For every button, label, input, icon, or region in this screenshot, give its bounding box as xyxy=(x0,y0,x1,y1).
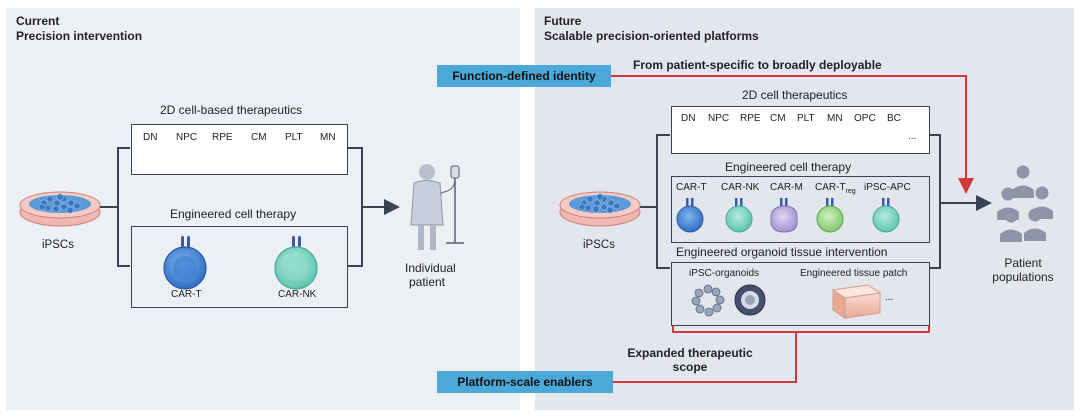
organoid-label: iPSC-organoids xyxy=(689,268,760,279)
future-car-treg-label: CAR-Treg xyxy=(815,182,856,195)
current-header: Current Precision intervention xyxy=(16,14,142,44)
tissue-more-label: ... xyxy=(885,292,894,303)
future-2d-label-rpe: RPE xyxy=(740,113,761,124)
future-ipscs-label: iPSCs xyxy=(583,239,615,251)
future-2d-label-mn: MN xyxy=(827,113,843,124)
petri-dish-icon xyxy=(19,191,101,227)
tissue-patch-icon xyxy=(831,284,882,319)
platform-enablers-callout: Platform-scale enablers xyxy=(437,371,613,393)
future-title: Future xyxy=(544,14,582,28)
current-2d-label-npc: NPC xyxy=(176,132,198,143)
future-organoid-title: Engineered organoid tissue intervention xyxy=(676,245,888,259)
future-2d-label-npc: NPC xyxy=(708,113,730,124)
future-car-nk-icon xyxy=(725,198,753,233)
future-car-m-icon xyxy=(770,198,798,233)
future-2d-label-opc: OPC xyxy=(854,113,876,124)
individual-patient-line1: Individual xyxy=(405,261,456,275)
current-2d-label-mn: MN xyxy=(320,132,336,143)
current-2d-box: DN NPC RPE CM PLT MN xyxy=(131,124,348,175)
future-ipsc-apc-icon xyxy=(872,198,900,233)
future-2d-box: DN NPC RPE CM PLT MN OPC BC ... xyxy=(671,106,930,154)
future-car-t-icon xyxy=(676,198,704,233)
current-2d-label-dn: DN xyxy=(143,132,158,143)
future-connectors xyxy=(640,134,992,269)
function-identity-callout: Function-defined identity xyxy=(437,65,611,87)
future-2d-title: 2D cell therapeutics xyxy=(742,88,848,102)
current-car-t-label: CAR-T xyxy=(171,289,202,300)
current-2d-label-cm: CM xyxy=(251,132,267,143)
current-ipscs-label: iPSCs xyxy=(42,239,74,251)
future-header: Future Scalable precision-oriented platf… xyxy=(544,14,759,44)
patient-populations-line2: populations xyxy=(992,270,1054,284)
current-connectors xyxy=(100,147,400,267)
future-car-treg-icon xyxy=(816,198,844,233)
current-2d-title: 2D cell-based therapeutics xyxy=(160,103,303,117)
expanded-scope-caption: Expanded therapeutic scope xyxy=(616,346,764,374)
future-ipsc-apc-label: iPSC-APC xyxy=(864,182,911,193)
red-arrows xyxy=(611,75,974,383)
future-engineered-title: Engineered cell therapy xyxy=(725,160,852,174)
future-car-m-label: CAR-M xyxy=(770,182,803,193)
current-car-nk-label: CAR-NK xyxy=(278,289,317,300)
future-2d-label-more: ... xyxy=(908,131,917,142)
patient-populations-label: Patient populations xyxy=(987,256,1059,284)
car-nk-cell-icon xyxy=(274,236,318,290)
tissue-patch-label: Engineered tissue patch xyxy=(800,268,908,279)
future-car-treg-subscript: reg xyxy=(845,188,856,195)
deployable-caption: From patient-specific to broadly deploya… xyxy=(633,58,882,72)
future-car-nk-label: CAR-NK xyxy=(721,182,760,193)
current-title: Current xyxy=(16,14,60,28)
individual-patient-line2: patient xyxy=(408,275,446,289)
organoid-sphere-icon xyxy=(734,284,766,316)
organoid-ring-icon xyxy=(691,284,725,317)
future-subtitle: Scalable precision-oriented platforms xyxy=(544,29,759,43)
current-engineered-box: CAR-T CAR-NK xyxy=(131,226,348,308)
expanded-scope-line1: Expanded therapeutic xyxy=(627,346,753,360)
current-engineered-title: Engineered cell therapy xyxy=(170,207,297,221)
patient-population-icon xyxy=(997,165,1053,242)
future-2d-label-bc: BC xyxy=(887,113,901,124)
patient-populations-line1: Patient xyxy=(1004,256,1042,270)
petri-dish-icon-future xyxy=(559,191,641,227)
patient-icon xyxy=(410,164,464,250)
future-2d-label-dn: DN xyxy=(681,113,696,124)
future-2d-label-plt: PLT xyxy=(797,113,815,124)
future-2d-label-cm: CM xyxy=(770,113,786,124)
individual-patient-label: Individual patient xyxy=(405,261,456,289)
current-2d-label-rpe: RPE xyxy=(212,132,233,143)
car-t-cell-icon xyxy=(163,236,207,290)
future-car-t-label: CAR-T xyxy=(676,182,707,193)
future-engineered-box: CAR-T CAR-NK CAR-M CAR-Treg iPSC-APC xyxy=(671,176,930,243)
future-organoid-box: iPSC-organoids Engineered tissue patch .… xyxy=(671,262,930,326)
current-subtitle: Precision intervention xyxy=(16,29,143,43)
current-2d-label-plt: PLT xyxy=(285,132,303,143)
future-car-treg-text: CAR-T xyxy=(815,182,846,193)
expanded-scope-line2: scope xyxy=(672,360,708,374)
